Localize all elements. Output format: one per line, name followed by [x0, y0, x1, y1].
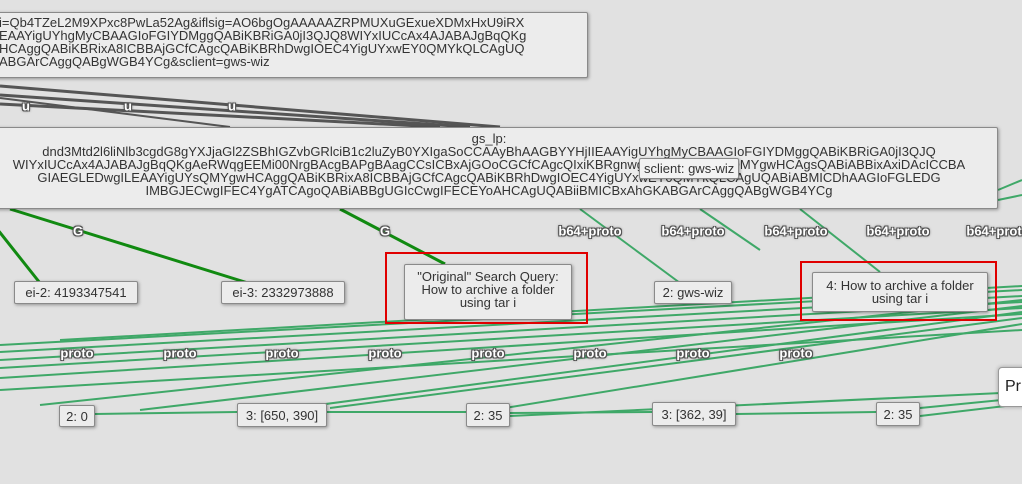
- edge-label-proto: proto: [368, 345, 402, 361]
- edge-label-b64-proto: b64+proto: [558, 223, 622, 239]
- original-search-query-node[interactable]: "Original" Search Query: How to archive …: [404, 264, 572, 320]
- edge-label-b64-proto: b64+proto: [966, 223, 1022, 239]
- edge-green: [249, 311, 1022, 415]
- edge-label-proto: proto: [265, 345, 299, 361]
- side-panel-clipped[interactable]: Pr: [998, 367, 1022, 407]
- ei-3-node[interactable]: ei-3: 2332973888: [221, 281, 345, 304]
- edge-green-dark: [339, 207, 446, 266]
- query-node-4[interactable]: 4: How to archive a folder using tar i: [812, 272, 988, 312]
- highlight-box-query-4: [800, 261, 997, 321]
- edge-label-proto: proto: [163, 345, 197, 361]
- edge-green: [997, 194, 1022, 201]
- edge-gray: [0, 84, 501, 129]
- gs-lp-node[interactable]: gs_lp: dnd3Mtd2l6liNlb3cgdG8gYXJjaGl2ZSB…: [0, 127, 998, 209]
- edge-green: [699, 208, 761, 251]
- edge-green: [0, 329, 1022, 391]
- field-2-value-35-node[interactable]: 2: 35: [466, 403, 510, 427]
- edge-label-u: u: [124, 98, 132, 114]
- edge-green: [139, 305, 1022, 411]
- edge-label-g: G: [72, 223, 84, 239]
- edge-label-proto: proto: [779, 345, 813, 361]
- edge-green: [39, 299, 1022, 406]
- edge-label-b64-proto: b64+proto: [764, 223, 828, 239]
- field-3-coords-node[interactable]: 3: [650, 390]: [237, 403, 327, 427]
- field-2-value-0-node[interactable]: 2: 0: [59, 405, 95, 427]
- edge-green: [94, 411, 238, 415]
- edge-label-u: u: [22, 98, 30, 114]
- edge-gray: [0, 93, 471, 129]
- edge-green: [997, 179, 1022, 191]
- edge-label-proto: proto: [60, 345, 94, 361]
- edge-green-dark: [0, 230, 42, 284]
- edge-label-b64-proto: b64+proto: [866, 223, 930, 239]
- highlight-box-original-query: [385, 252, 588, 324]
- field-3-coords-node-2[interactable]: 3: [362, 39]: [652, 402, 736, 426]
- edge-green: [479, 323, 1022, 413]
- edge-green: [0, 313, 1022, 379]
- edge-green: [579, 208, 681, 284]
- hover-tooltip: sclient: gws-wiz: [639, 158, 740, 179]
- edge-gray: [0, 97, 231, 128]
- field-2-value-35-node-2[interactable]: 2: 35: [876, 402, 920, 426]
- gws-wiz-node[interactable]: 2: gws-wiz: [654, 281, 732, 304]
- edge-green: [329, 317, 1022, 409]
- edge-label-proto: proto: [471, 345, 505, 361]
- edge-label-proto: proto: [676, 345, 710, 361]
- edge-label-proto: proto: [573, 345, 607, 361]
- edge-green: [735, 411, 877, 415]
- ei-2-node[interactable]: ei-2: 4193347541: [14, 281, 138, 304]
- edge-green: [509, 391, 1022, 417]
- url-params-node[interactable]: i=Qb4TZeL2M9XPxc8PwLa52Ag&iflsig=AO6bgOg…: [0, 12, 588, 78]
- edge-green-dark: [9, 207, 249, 285]
- edge-label-u: u: [228, 98, 236, 114]
- edge-label-g: G: [379, 223, 391, 239]
- edge-label-b64-proto: b64+proto: [661, 223, 725, 239]
